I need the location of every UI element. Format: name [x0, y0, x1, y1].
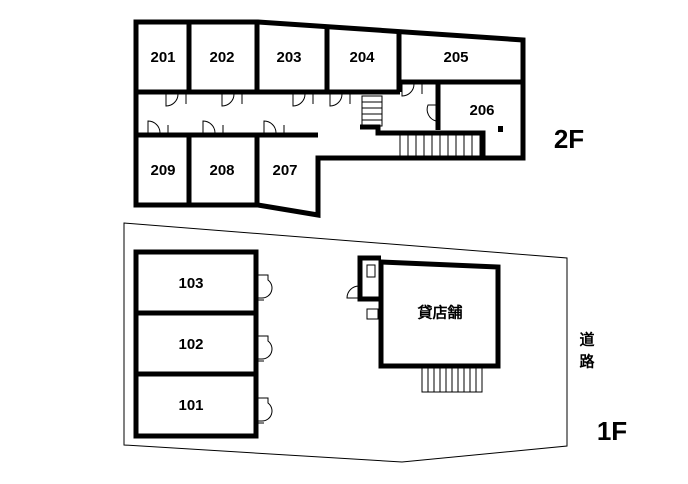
room-208-label: 208 — [209, 162, 234, 179]
room-101-label: 101 — [178, 397, 203, 414]
room-209-label: 209 — [150, 162, 175, 179]
doors — [147, 83, 437, 134]
store-outline — [378, 259, 501, 369]
road-label-2: 路 — [579, 353, 595, 371]
room-203-label: 203 — [276, 49, 301, 66]
room-102-label: 102 — [178, 336, 203, 353]
room-207-label: 207 — [272, 162, 297, 179]
road-label-1: 道 — [579, 331, 594, 349]
room-204-label: 204 — [349, 49, 375, 66]
toilet-outline — [357, 255, 381, 302]
door — [346, 285, 360, 299]
room-202-label: 202 — [209, 49, 234, 66]
room-103-label: 103 — [178, 275, 203, 292]
room-206-label: 206 — [469, 102, 494, 119]
stairs — [421, 367, 483, 393]
room-201-label: 201 — [150, 49, 175, 66]
toilet-icon — [366, 264, 376, 278]
floor2-plan — [133, 19, 526, 218]
store-label: 貸店舗 — [417, 304, 462, 322]
column — [498, 126, 503, 132]
floor1-plan — [123, 222, 568, 463]
apartment-block — [133, 249, 259, 439]
doors — [258, 274, 273, 424]
room-205-label: 205 — [443, 49, 468, 66]
stairs — [361, 95, 481, 158]
wall — [360, 124, 486, 158]
floor2-outline — [133, 19, 526, 218]
site-boundary — [123, 222, 568, 463]
meter-icon — [366, 308, 379, 320]
floor1-label: 1F — [597, 416, 627, 446]
floor2-label: 2F — [554, 124, 584, 154]
